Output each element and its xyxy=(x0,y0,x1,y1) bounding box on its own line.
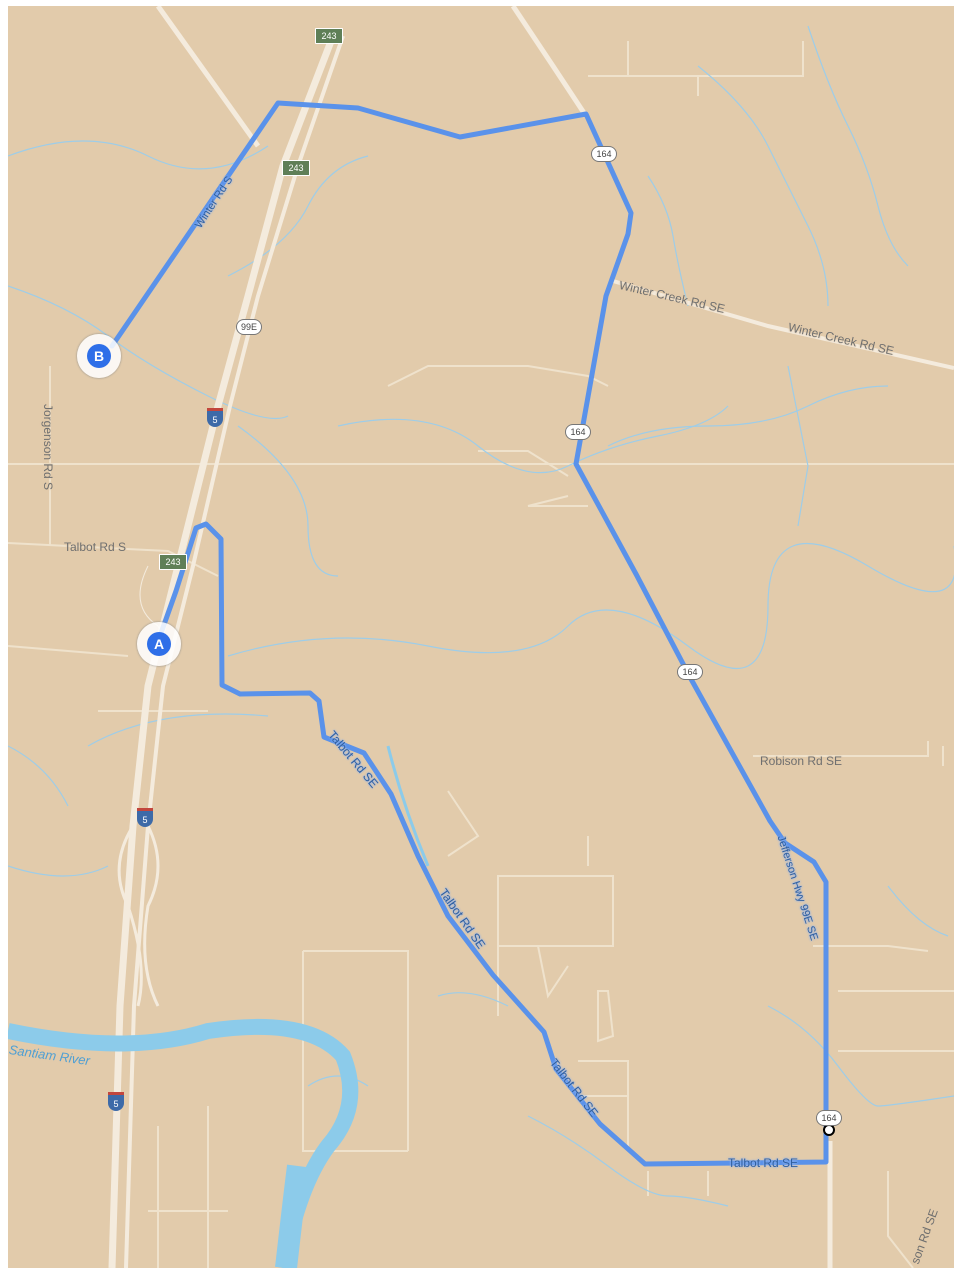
map-canvas[interactable]: Winter Rd S Winter Creek Rd SE Winter Cr… xyxy=(8,6,954,1268)
waypoint-dot[interactable] xyxy=(823,1124,835,1136)
highway-164-shield: 164 xyxy=(816,1110,842,1126)
highway-243-shield: 243 xyxy=(159,554,187,570)
interstate-5-shield: 5 xyxy=(108,1092,124,1111)
road-label-talbot-se-4: Talbot Rd SE xyxy=(728,1156,799,1170)
highway-164-shield: 164 xyxy=(677,664,703,680)
highway-164-shield: 164 xyxy=(565,424,591,440)
map-graphics xyxy=(8,6,954,1268)
route-path xyxy=(109,100,829,1167)
highway-243-shield: 243 xyxy=(282,160,310,176)
highway-243-shield: 243 xyxy=(315,28,343,44)
route-start-marker[interactable]: A xyxy=(137,622,181,666)
road-label-robison: Robison Rd SE xyxy=(760,754,843,768)
marker-a-label: A xyxy=(147,632,171,656)
interstate-5-shield: 5 xyxy=(137,808,153,827)
road-label-talbot-s: Talbot Rd S xyxy=(64,540,127,554)
road-label-jorgenson: Jorgenson Rd S xyxy=(41,404,55,491)
interstate-5-shield: 5 xyxy=(207,408,223,427)
route-end-marker[interactable]: B xyxy=(77,334,121,378)
highway-164-shield: 164 xyxy=(591,146,617,162)
creeks xyxy=(8,25,954,1207)
river xyxy=(8,745,430,1268)
marker-b-label: B xyxy=(87,344,111,368)
us-99e-shield: 99E xyxy=(236,319,262,335)
